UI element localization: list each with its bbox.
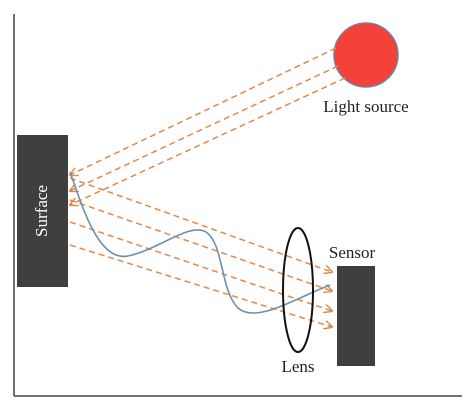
reflected-ray	[69, 177, 332, 272]
reflected-ray	[69, 244, 332, 327]
incident-ray	[70, 65, 339, 191]
lens-ellipse	[282, 227, 314, 353]
light-source-circle	[333, 22, 399, 88]
light-source-label: Light source	[323, 97, 408, 116]
lens-label: Lens	[281, 357, 314, 376]
incident-ray	[70, 47, 337, 175]
signal-wave	[69, 171, 331, 314]
sensor-block	[337, 266, 375, 366]
surface-block	[17, 135, 68, 287]
sensor-label: Sensor	[329, 243, 376, 262]
reflected-ray	[69, 221, 332, 311]
incident-ray	[70, 77, 346, 205]
surface-label: Surface	[32, 185, 51, 237]
reflected-ray	[69, 199, 332, 291]
